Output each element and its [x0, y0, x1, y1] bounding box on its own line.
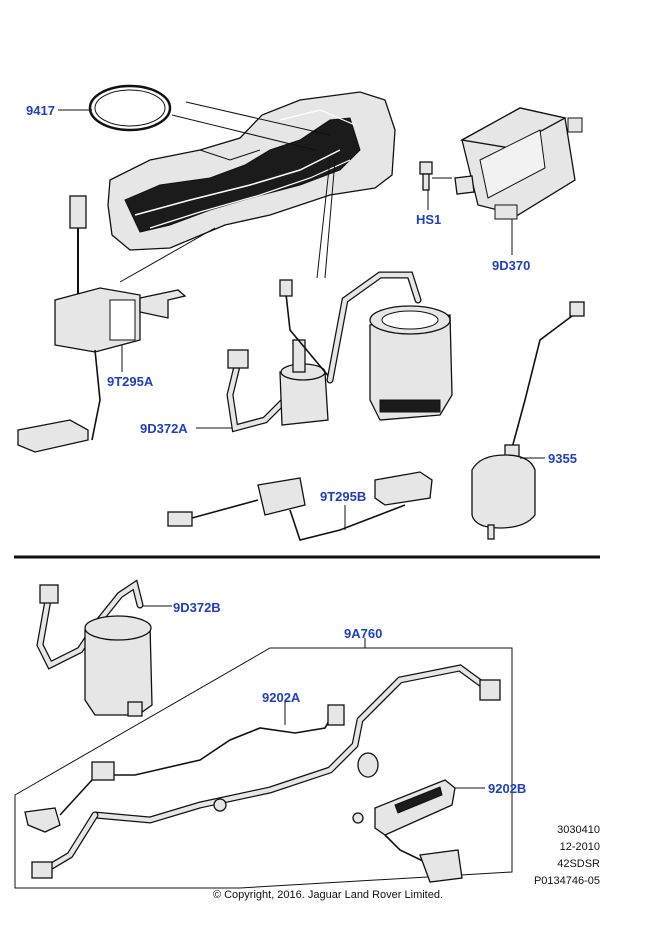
inline-filter-9355 — [471, 301, 585, 540]
callout-9202a[interactable]: 9202A — [262, 690, 301, 705]
fuel-filter-canister — [326, 271, 453, 421]
copyright-notice: © Copyright, 2016. Jaguar Land Rover Lim… — [212, 889, 444, 901]
harness-frame-9a760 — [14, 647, 513, 889]
callout-hs1[interactable]: HS1 — [416, 212, 442, 227]
info-line-2: 12-2010 — [559, 841, 600, 853]
callout-9t295a[interactable]: 9T295A — [107, 374, 154, 389]
sender-unit-9t295b — [167, 471, 433, 541]
diagram-info: 3030410 12-2010 42SDSR P0134746-05 — [508, 822, 600, 890]
sender-unit-9202b — [352, 779, 463, 883]
sender-unit-9t295a — [17, 195, 187, 453]
info-line-1: 3030410 — [557, 824, 600, 836]
fuel-tube-assembly — [31, 664, 501, 879]
info-line-4: P0134746-05 — [533, 875, 600, 887]
fuel-pump-module-9d370 — [454, 107, 583, 220]
harness-9202a — [24, 704, 345, 833]
fuel-tank — [107, 91, 396, 251]
fuel-pump-9d372b — [36, 579, 153, 717]
callout-9t295b[interactable]: 9T295B — [320, 489, 367, 504]
callout-9202b[interactable]: 9202B — [488, 781, 527, 796]
callout-9d372b[interactable]: 9D372B — [173, 600, 221, 615]
bolt-hs1 — [419, 161, 452, 191]
callout-9417[interactable]: 9417 — [26, 103, 55, 118]
callout-9a760[interactable]: 9A760 — [344, 626, 383, 641]
callout-9d370[interactable]: 9D370 — [492, 258, 531, 273]
fuel-pump-9d372a — [226, 279, 331, 433]
leader-9417 — [58, 109, 92, 111]
seal-ring-9417 — [88, 84, 172, 132]
info-line-3: 42SDSR — [557, 858, 600, 870]
callout-9d372a[interactable]: 9D372A — [140, 421, 188, 436]
callout-9355[interactable]: 9355 — [548, 451, 577, 466]
